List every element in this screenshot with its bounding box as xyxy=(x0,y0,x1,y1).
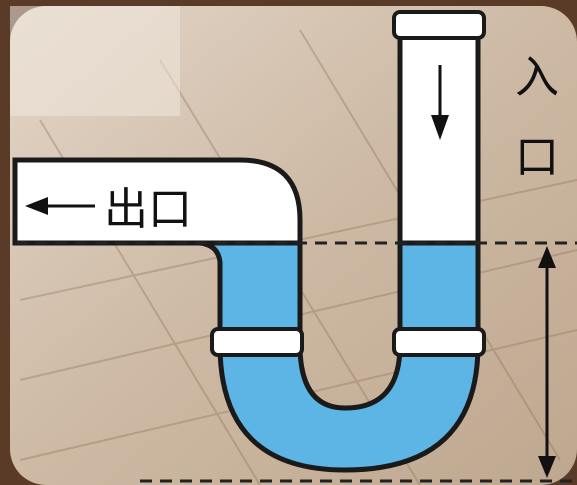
inlet-bottom-coupling xyxy=(394,329,484,355)
outlet-bottom-coupling xyxy=(212,329,302,355)
inlet-label-char-1: 入 xyxy=(515,52,559,103)
outlet-label: 出口 xyxy=(104,184,192,235)
wall-corner xyxy=(10,6,180,116)
inlet-top-coupling xyxy=(394,12,484,38)
inlet-label-char-2: 口 xyxy=(515,132,559,183)
